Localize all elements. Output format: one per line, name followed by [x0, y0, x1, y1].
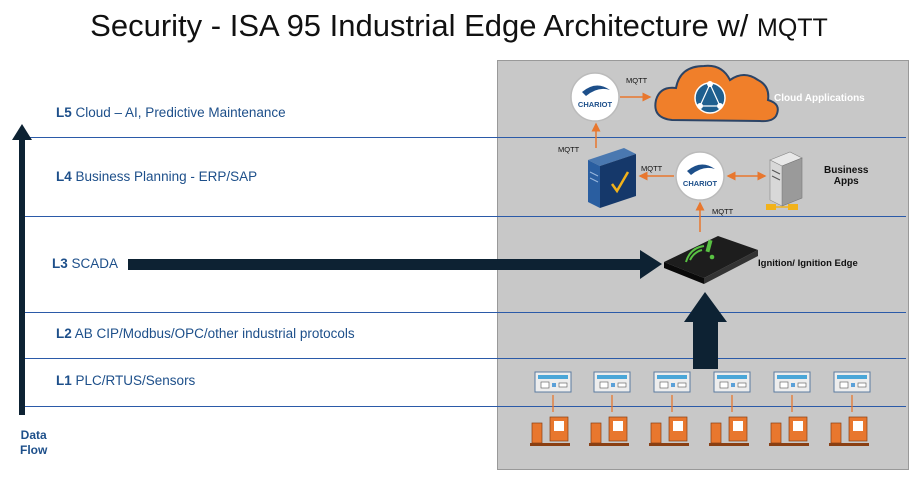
layer-divider-l5 [20, 137, 906, 138]
level-l4: L4 Business Planning - ERP/SAP [56, 169, 258, 184]
plc-icon [534, 371, 572, 393]
plc-row [534, 371, 871, 393]
sensor-row [530, 416, 869, 446]
mqtt-label-ignition: MQTT [712, 207, 734, 216]
data-flow-arrow [12, 124, 32, 415]
title-mqtt: MQTT [757, 14, 828, 42]
plc-icon [773, 371, 811, 393]
sensor-icon [530, 416, 570, 446]
mqtt-label-chariot: MQTT [641, 164, 663, 173]
cloud-icon [654, 64, 779, 123]
sensor-icon [649, 416, 689, 446]
level-l2: L2 AB CIP/Modbus/OPC/other industrial pr… [56, 326, 355, 341]
plc-icon [713, 371, 751, 393]
chariot-icon-middle: CHARIOT [675, 151, 725, 201]
page-title: Security - ISA 95 Industrial Edge Archit… [0, 8, 918, 44]
chariot-top-label: CHARIOT [578, 100, 613, 109]
layer-divider-l1 [20, 406, 906, 407]
plc-icon [593, 371, 631, 393]
scada-arrow [128, 250, 662, 279]
sensor-icon [709, 416, 749, 446]
ignition-label: Ignition/ Ignition Edge [758, 258, 858, 269]
plc-icon [653, 371, 691, 393]
title-main: Security - ISA 95 Industrial Edge Archit… [90, 8, 757, 43]
level-l5: L5 Cloud – AI, Predictive Maintenance [56, 105, 286, 120]
mqtt-label-erp: MQTT [558, 145, 580, 154]
erp-server-icon [588, 148, 636, 208]
business-apps-server-icon [766, 151, 803, 210]
sensor-icon [769, 416, 809, 446]
protocol-up-arrow [684, 292, 727, 369]
plc-icon [833, 371, 871, 393]
level-l3: L3 SCADA [52, 256, 119, 271]
cloud-applications-label: Cloud Applications [774, 93, 865, 104]
ignition-edge-device-icon [664, 236, 758, 284]
sensor-icon [829, 416, 869, 446]
chariot-middle-label: CHARIOT [683, 179, 718, 188]
plc-sensor-connectors [552, 395, 853, 412]
layer-divider-l2 [20, 358, 906, 359]
level-l1: L1 PLC/RTUS/Sensors [56, 373, 196, 388]
sensor-icon [589, 416, 629, 446]
layer-divider-l4 [20, 216, 906, 217]
layer-divider-l3 [20, 312, 906, 313]
mqtt-label-cloud: MQTT [626, 76, 648, 85]
chariot-icon-top: CHARIOT [570, 72, 620, 122]
